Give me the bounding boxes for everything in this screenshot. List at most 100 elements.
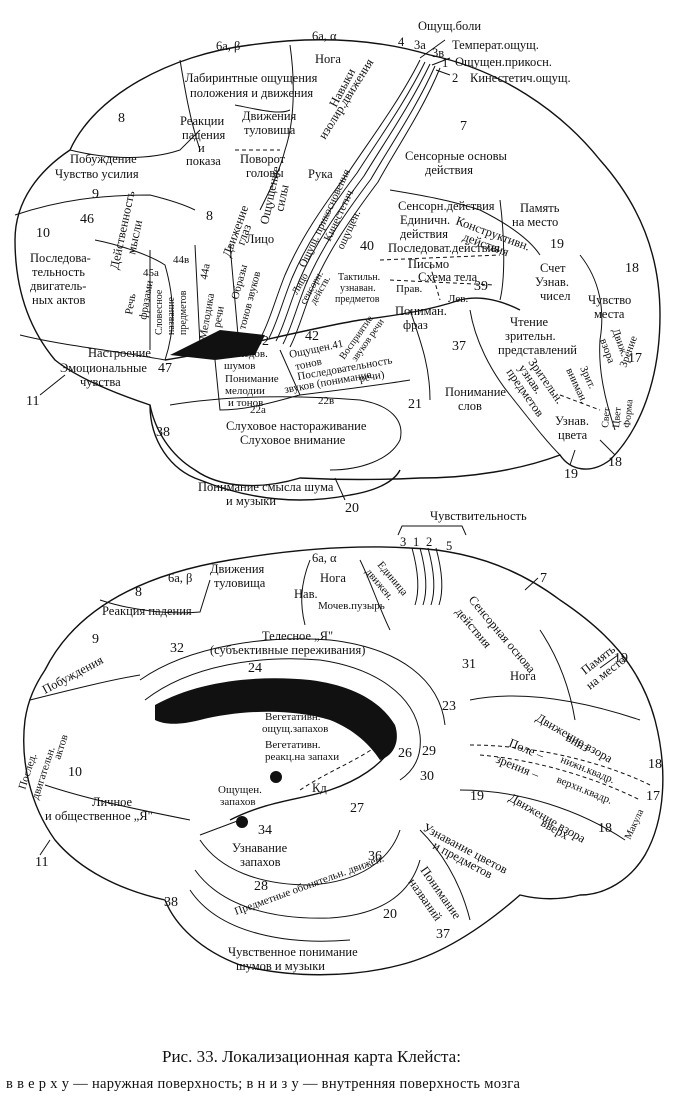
label-uzcv-1: Узнав.	[555, 414, 589, 428]
label-n1: 1	[413, 535, 419, 549]
label-chuvpon-2: шумов и музыки	[236, 959, 325, 973]
label-4: 4	[398, 35, 405, 49]
central-sulcus-4	[282, 65, 436, 345]
label-svet-2: Цвет	[611, 406, 624, 428]
boundary-9-10-b	[29, 674, 141, 701]
limbic-arc-2	[194, 859, 421, 919]
label-11a: 11	[26, 394, 39, 409]
leader-18	[599, 439, 616, 456]
label-21: 21	[408, 397, 422, 412]
label-20-b: 20	[383, 907, 397, 922]
label-emoc-2: чувства	[80, 375, 121, 389]
label-pismo: Письмо	[408, 257, 449, 271]
caption-title: Рис. 33. Локализационная карта Клейста:	[162, 1047, 461, 1066]
label-rechi: речи)	[358, 369, 385, 385]
boundary-24	[139, 638, 446, 726]
central-sulcus-3	[275, 63, 431, 342]
label-reakpad: Реакция падения	[102, 604, 192, 618]
label-n5: 5	[446, 539, 452, 553]
label-6aa-b: 6а, α	[312, 551, 337, 565]
label-chuvmesta-2: места	[594, 307, 625, 321]
cingulate-gyrus	[144, 658, 421, 781]
label-uzcv-2: цвета	[558, 428, 588, 442]
label-38-b: 38	[164, 895, 178, 910]
leader-11	[39, 374, 66, 396]
label-46: 46	[80, 212, 94, 227]
sens-bracket	[397, 525, 467, 536]
label-posled-4: ных актов	[32, 293, 85, 307]
label-temp: Температ.ощущ.	[452, 38, 539, 52]
leader-19-b	[599, 654, 619, 669]
label-veget-3: Вегетативн.	[265, 739, 321, 751]
boundary-39	[499, 199, 505, 301]
label-ponslov-1: Понимание	[445, 385, 506, 399]
label-pobuzh-1: Побуждение	[70, 152, 137, 166]
label-taktil-1: Тактильн.	[338, 272, 380, 283]
label-39: 39	[474, 279, 488, 294]
label-povorot-2: головы	[246, 166, 284, 180]
boundary-6-8	[179, 59, 201, 151]
boundary-7-40	[389, 189, 541, 256]
boundary-21	[409, 309, 431, 401]
label-44a: 44а	[198, 263, 213, 281]
label-chtenie-2: зрительн.	[505, 329, 556, 343]
label-lichn-1: Личное	[92, 795, 133, 809]
label-n2: 2	[426, 535, 432, 549]
label-pobuzh-b: Побуждения	[40, 653, 106, 697]
node-kd	[270, 771, 282, 783]
label-32: 32	[170, 641, 184, 656]
central-sulcus-5	[289, 67, 441, 348]
limbic-arc-1	[199, 829, 401, 886]
limbic-arc-3	[189, 889, 351, 942]
label-10-b: 10	[68, 765, 82, 780]
label-sensor-1: Сенсорные основы	[405, 149, 507, 163]
boundary-6a	[259, 44, 294, 211]
label-45a: 45а	[143, 267, 159, 279]
label-posled-3: двигатель-	[30, 279, 86, 293]
boundary-45	[94, 239, 173, 361]
label-40: 40	[360, 239, 374, 254]
label-reakcii-2: падения	[182, 128, 226, 142]
boundary-reakcii	[234, 104, 291, 113]
label-38a: 38	[156, 425, 170, 440]
label-noga: Нога	[315, 52, 341, 66]
boundary-47	[19, 334, 166, 361]
label-edinich-2: действия	[400, 227, 448, 241]
label-lev: Лев.	[448, 293, 468, 305]
label-uznzap-1: Узнавание	[232, 841, 288, 855]
caption-subtitle: в в е р х у — наружная поверхность; в н …	[6, 1076, 521, 1092]
label-chuvmesta-1: Чувство	[588, 293, 631, 307]
label-poniman-2: фраз	[403, 318, 428, 332]
label-22a: 22а	[250, 404, 266, 416]
label-lico-1: Лицо	[246, 232, 274, 246]
label-dvtul-1-b: Движения	[210, 562, 265, 576]
label-posshum-1: Последов.	[220, 348, 268, 360]
label-dvglaz-2: глаз	[234, 222, 254, 247]
label-bolli: Ощущ.боли	[418, 19, 481, 33]
boundary-44a	[194, 244, 201, 346]
label-posshum-2: шумов	[224, 360, 255, 372]
outer-surface-diagram: Ощущ.боли Температ.ощущ. Ощущен.прикосн.…	[14, 19, 661, 516]
label-schet-2: Узнав.	[535, 275, 569, 289]
label-kinest: Кинестетич.ощущ.	[470, 71, 571, 85]
label-reakcii-1: Реакции	[180, 114, 224, 128]
boundary-7-31	[539, 629, 576, 721]
figure-caption: Рис. 33. Локализационная карта Клейста: …	[6, 1047, 521, 1092]
label-24: 24	[248, 661, 262, 676]
dash-uzcv	[559, 394, 601, 411]
label-nastr: Настроение	[88, 346, 151, 360]
dash-pismo	[379, 254, 501, 261]
label-taktil-2: узнаван.	[340, 283, 376, 294]
inner-surface-diagram: Чувствительность 3 1 2 5 6а, β 6а, α Дви…	[16, 509, 664, 976]
label-oshprik: Ощущ. прикосновения	[297, 167, 353, 269]
dash-prav-lev	[429, 264, 441, 301]
label-oshzap-1: Ощущен.	[218, 784, 262, 796]
label-chtenie-1: Чтение	[510, 315, 549, 329]
leader-2	[435, 69, 451, 76]
label-slovnaz-2: название	[166, 297, 177, 335]
boundary-lichn	[44, 784, 191, 821]
label-rech-1: Речь	[123, 293, 138, 316]
label-chuvstv: Чувствительность	[430, 509, 527, 523]
label-sluh-1: Слуховое настораживание	[226, 419, 367, 433]
dash-pole	[469, 744, 651, 786]
